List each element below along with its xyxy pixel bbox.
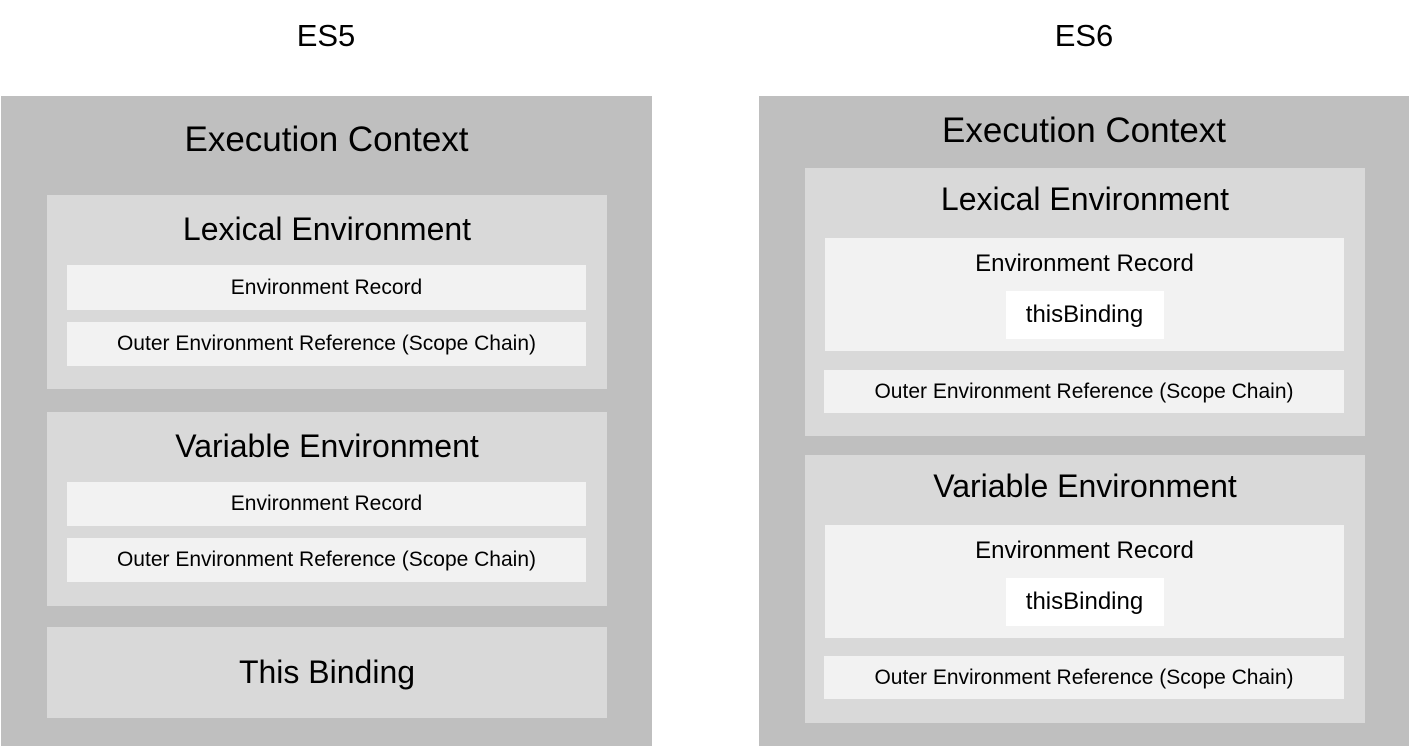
es6-lexical-this-binding-label: thisBinding [1025, 301, 1144, 328]
es5-variable-environment: Variable Environment Environment Record … [47, 412, 607, 606]
es5-execution-context-title: Execution Context [184, 120, 469, 159]
es6-heading: ES6 [1054, 18, 1114, 53]
es5-variable-environment-record: Environment Record [67, 482, 586, 526]
es6-lexical-environment-title: Lexical Environment [940, 181, 1230, 217]
es5-variable-environment-record-label: Environment Record [230, 492, 423, 515]
es5-variable-outer-reference: Outer Environment Reference (Scope Chain… [67, 538, 586, 582]
es5-this-binding-label: This Binding [238, 654, 416, 690]
es6-variable-this-binding-label: thisBinding [1025, 588, 1144, 615]
es6-lexical-environment-record-label: Environment Record [975, 250, 1194, 277]
es6-lexical-outer-reference: Outer Environment Reference (Scope Chain… [824, 370, 1344, 413]
es5-lexical-environment: Lexical Environment Environment Record O… [47, 195, 607, 389]
es6-lexical-outer-reference-label: Outer Environment Reference (Scope Chain… [874, 379, 1294, 403]
es5-lexical-environment-record: Environment Record [67, 265, 586, 310]
es5-variable-outer-reference-label: Outer Environment Reference (Scope Chain… [116, 548, 537, 571]
es5-lexical-outer-reference: Outer Environment Reference (Scope Chain… [67, 322, 586, 366]
es5-variable-environment-title: Variable Environment [175, 428, 479, 464]
es5-this-binding: This Binding [47, 627, 607, 718]
es6-execution-context-title: Execution Context [941, 111, 1227, 150]
es5-lexical-environment-title: Lexical Environment [182, 211, 472, 247]
es6-lexical-environment-record: Environment Record thisBinding [825, 238, 1344, 351]
es6-variable-environment-record: Environment Record thisBinding [825, 525, 1344, 638]
es6-variable-this-binding: thisBinding [1005, 578, 1164, 626]
es5-heading: ES5 [296, 18, 356, 53]
es6-variable-environment-title: Variable Environment [933, 468, 1237, 504]
es5-lexical-environment-record-label: Environment Record [230, 275, 423, 299]
es6-variable-environment-record-label: Environment Record [975, 537, 1194, 564]
es6-lexical-environment: Lexical Environment Environment Record t… [805, 168, 1365, 436]
es6-execution-context: Execution Context Lexical Environment En… [759, 96, 1409, 746]
es6-variable-outer-reference: Outer Environment Reference (Scope Chain… [824, 656, 1344, 699]
es6-variable-outer-reference-label: Outer Environment Reference (Scope Chain… [874, 665, 1294, 689]
es6-variable-environment: Variable Environment Environment Record … [805, 455, 1365, 723]
es5-lexical-outer-reference-label: Outer Environment Reference (Scope Chain… [116, 332, 537, 355]
es6-lexical-this-binding: thisBinding [1005, 291, 1164, 339]
es5-execution-context: Execution Context Lexical Environment En… [1, 96, 652, 746]
